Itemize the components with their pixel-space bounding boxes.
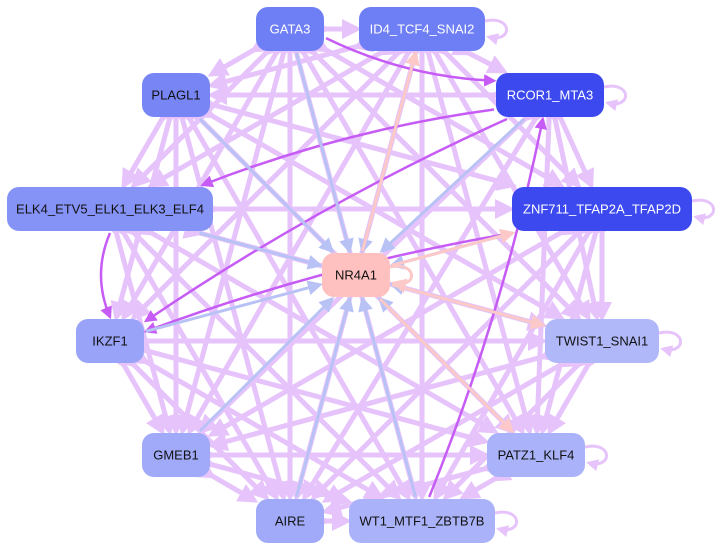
node-twist1-snai1[interactable]: TWIST1_SNAI1 [545, 319, 659, 363]
node-label: RCOR1_MTA3 [507, 88, 593, 103]
node-label: ELK4_ETV5_ELK1_ELK3_ELF4 [16, 202, 204, 217]
node-label: PLAGL1 [151, 88, 200, 103]
self-loop-wt1-mtf1-zbtb7b [494, 510, 518, 537]
edge-nr4a1-to-id4-tcf4-snai2 [360, 50, 420, 252]
node-box [76, 319, 144, 363]
self-loop-id4-tcf4-snai2 [484, 18, 508, 45]
node-box [545, 319, 659, 363]
node-box [487, 433, 585, 477]
node-gmeb1[interactable]: GMEB1 [142, 433, 210, 477]
node-plagl1[interactable]: PLAGL1 [142, 73, 210, 117]
node-box [142, 73, 210, 117]
self-loops-layer [389, 18, 715, 537]
node-label: NR4A1 [335, 268, 377, 283]
edges-layer [99, 19, 612, 531]
node-label: IKZF1 [92, 334, 127, 349]
edge-rcor1-mta3-to-ikzf1 [143, 117, 508, 323]
node-elk4-etv5-elk1-elk3-elf4[interactable]: ELK4_ETV5_ELK1_ELK3_ELF4 [7, 187, 213, 231]
self-loop-patz1-klf4 [584, 444, 608, 471]
node-znf711-tfap2a-tfap2d[interactable]: ZNF711_TFAP2A_TFAP2D [512, 187, 692, 231]
self-loop-twist1-snai1 [658, 330, 682, 357]
self-loop-znf711-tfap2a-tfap2d [691, 198, 715, 225]
node-label: TWIST1_SNAI1 [556, 334, 648, 349]
edge-wt1-mtf1-zbtb7b-to-nr4a1 [358, 296, 418, 498]
node-box [7, 187, 213, 231]
self-loop-nr4a1 [389, 264, 413, 294]
edge-plagl1-to-nr4a1 [198, 117, 335, 254]
node-rcor1-mta3[interactable]: RCOR1_MTA3 [496, 73, 604, 117]
edge-patz1-klf4-to-wt1-mtf1-zbtb7b [459, 462, 513, 500]
node-label: GMEB1 [153, 448, 199, 463]
node-id4-tcf4-snai2[interactable]: ID4_TCF4_SNAI2 [359, 7, 485, 51]
node-label: PATZ1_KLF4 [498, 448, 575, 463]
edge-gmeb1-to-nr4a1 [198, 296, 335, 433]
edge-nr4a1-to-twist1-snai1 [391, 283, 546, 330]
node-label: AIRE [275, 514, 306, 529]
node-box [496, 73, 604, 117]
node-ikzf1[interactable]: IKZF1 [76, 319, 144, 363]
edge-wt1-mtf1-zbtb7b-to-rcor1-mta3 [428, 116, 547, 498]
node-box [359, 7, 485, 51]
node-box [256, 7, 324, 51]
node-box [142, 433, 210, 477]
node-patz1-klf4[interactable]: PATZ1_KLF4 [487, 433, 585, 477]
edge-rcor1-mta3-to-elk4-etv5-elk1-elk3-elf4 [200, 108, 495, 188]
edge-plagl1-to-znf711-tfap2a-tfap2d [194, 91, 518, 191]
nodes-layer: GATA3 ID4_TCF4_SNAI2 RCOR1_MTA3 ZNF711_T… [7, 7, 692, 543]
node-nr4a1[interactable]: NR4A1 [322, 253, 390, 297]
node-gata3[interactable]: GATA3 [256, 7, 324, 51]
edge-elk4-etv5-elk1-elk3-elf4-to-ikzf1 [99, 232, 112, 320]
edge-elk4-etv5-elk1-elk3-elf4-to-nr4a1 [199, 231, 323, 270]
edge-ikzf1-to-nr4a1 [145, 280, 323, 333]
edge-id4-tcf4-snai2-to-znf711-tfap2a-tfap2d [428, 35, 582, 189]
node-box [322, 253, 390, 297]
edge-rcor1-mta3-to-nr4a1 [379, 117, 526, 254]
node-label: GATA3 [270, 22, 311, 37]
edge-aire-to-nr4a1 [294, 296, 354, 498]
node-wt1-mtf1-zbtb7b[interactable]: WT1_MTF1_ZBTB7B [349, 499, 495, 543]
edge-nr4a1-to-znf711-tfap2a-tfap2d [391, 228, 516, 267]
edge-nr4a1-to-patz1-klf4 [378, 297, 515, 434]
node-aire[interactable]: AIRE [256, 499, 324, 543]
self-loop-rcor1-mta3 [603, 84, 627, 111]
node-box [256, 499, 324, 543]
edge-gata3-to-rcor1-mta3 [325, 37, 497, 87]
node-label: WT1_MTF1_ZBTB7B [360, 514, 485, 529]
node-box [349, 499, 495, 543]
node-label: ID4_TCF4_SNAI2 [370, 22, 475, 37]
node-box [512, 187, 692, 231]
edge-gata3-to-nr4a1 [294, 52, 354, 254]
node-label: ZNF711_TFAP2A_TFAP2D [523, 202, 681, 217]
edge-id4-tcf4-snai2-to-rcor1-mta3 [450, 37, 508, 74]
